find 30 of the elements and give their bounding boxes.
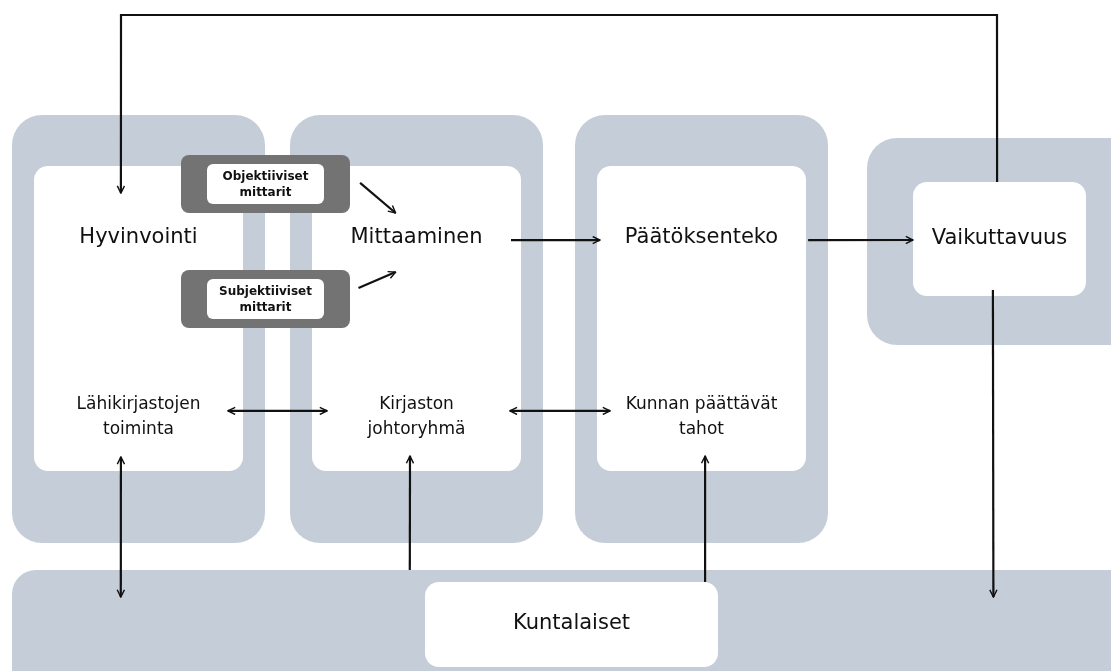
citizens-band bbox=[12, 570, 1111, 671]
content-card bbox=[597, 166, 806, 471]
card-title: Vaikuttavuus bbox=[930, 225, 1069, 249]
group-panel bbox=[867, 138, 1111, 345]
card-title: Mittaaminen bbox=[349, 224, 484, 248]
arrow bbox=[509, 406, 611, 416]
card-title: Päätöksenteko bbox=[623, 224, 780, 248]
card-title: Hyvinvointi bbox=[78, 224, 199, 248]
metric-label: Objektiiviset mittarit bbox=[207, 163, 324, 205]
content-card bbox=[913, 182, 1086, 296]
content-card bbox=[425, 582, 718, 667]
card-subtitle: Lähikirjastojen toiminta bbox=[75, 392, 202, 440]
metric-box bbox=[181, 270, 350, 328]
arrow bbox=[358, 270, 397, 289]
content-card bbox=[312, 166, 521, 471]
metric-label: Subjektiiviset mittarit bbox=[207, 278, 324, 320]
arrow bbox=[700, 455, 710, 582]
card-subtitle: Kirjaston johtoryhmä bbox=[366, 392, 467, 440]
arrow bbox=[989, 290, 998, 598]
arrow bbox=[511, 235, 601, 245]
arrow bbox=[808, 235, 914, 245]
card-subtitle: Kunnan päättävät tahot bbox=[624, 392, 779, 440]
metric-box bbox=[181, 155, 350, 213]
arrow bbox=[116, 13, 999, 194]
group-panel bbox=[575, 115, 828, 543]
arrow bbox=[227, 406, 328, 416]
arrow bbox=[116, 456, 126, 598]
arrow bbox=[359, 181, 397, 214]
card-title: Kuntalaiset bbox=[511, 610, 632, 634]
arrow bbox=[405, 455, 415, 570]
